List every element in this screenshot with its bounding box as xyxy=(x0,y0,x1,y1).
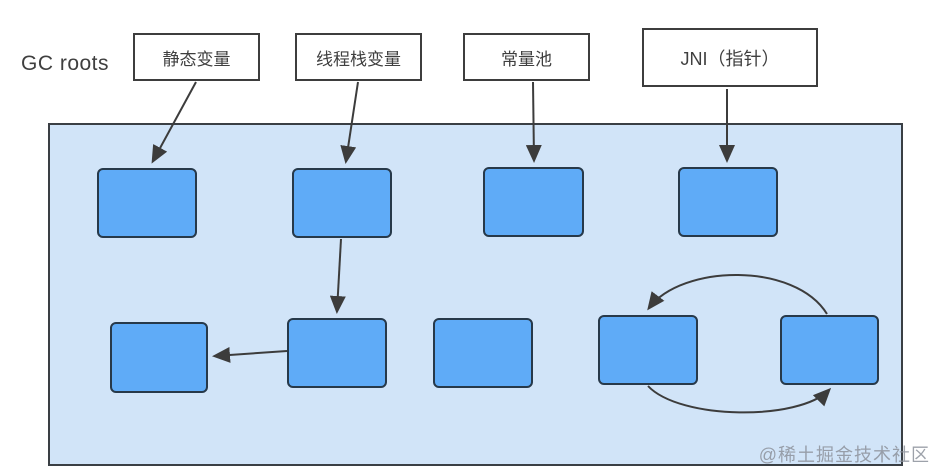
gc-roots-title: GC roots xyxy=(21,52,110,75)
heap-object-4 xyxy=(678,167,778,237)
heap-object-1 xyxy=(97,168,197,238)
heap-object-9 xyxy=(780,315,879,385)
heap-object-8 xyxy=(598,315,698,385)
root-box-constant-pool: 常量池 xyxy=(463,33,590,81)
heap-object-3 xyxy=(483,167,584,237)
watermark: @稀土掘金技术社区 xyxy=(758,445,930,465)
heap-object-7 xyxy=(433,318,533,388)
root-box-jni-pointer: JNI（指针） xyxy=(642,28,818,87)
heap-object-5 xyxy=(110,322,208,393)
root-box-thread-stack-variable: 线程栈变量 xyxy=(295,33,422,81)
heap-object-2 xyxy=(292,168,392,238)
heap-object-6 xyxy=(287,318,387,388)
root-box-static-variable: 静态变量 xyxy=(133,33,260,81)
